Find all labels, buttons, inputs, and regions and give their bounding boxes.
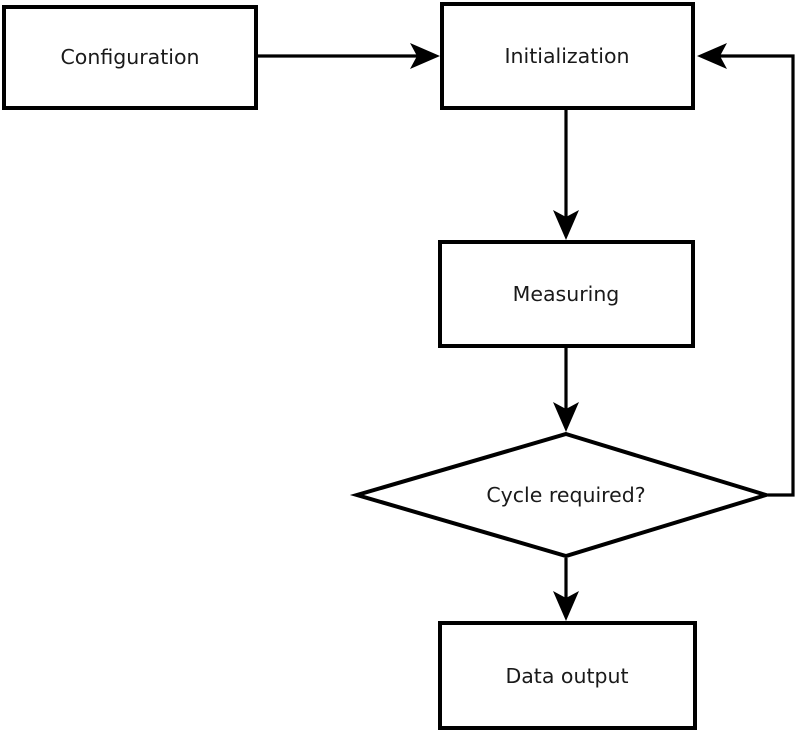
node-measuring-label: Measuring [513,282,620,306]
arrow-head-icon [553,591,579,621]
node-measuring-box[interactable] [438,240,695,348]
edge-cycle-required-to-initialization [697,43,795,497]
node-data-output-label: Data output [505,664,628,688]
node-configuration-label: Configuration [60,45,199,69]
node-initialization-label: Initialization [504,44,629,68]
node-cycle-required[interactable]: Cycle required? [349,431,773,559]
node-configuration-box[interactable] [2,5,258,110]
arrow-head-icon [553,210,579,240]
edge-polyline [717,54,795,497]
edge-cycle-required-to-data-output [553,558,579,621]
node-data-output-box[interactable] [438,621,697,730]
node-measuring[interactable]: Measuring [438,240,695,348]
arrow-head-icon [697,43,727,69]
edge-measuring-to-cycle-required [553,348,579,432]
arrow-head-icon [553,402,579,432]
edge-initialization-to-measuring [553,110,579,240]
node-data-output[interactable]: Data output [438,621,697,730]
node-configuration[interactable]: Configuration [2,5,258,110]
node-initialization[interactable]: Initialization [440,2,695,110]
node-cycle-required-label: Cycle required? [486,483,645,507]
edge-configuration-to-initialization [258,43,440,69]
node-initialization-box[interactable] [440,2,695,110]
arrow-head-icon [410,43,440,69]
node-cycle-required-diamond[interactable] [349,431,773,559]
